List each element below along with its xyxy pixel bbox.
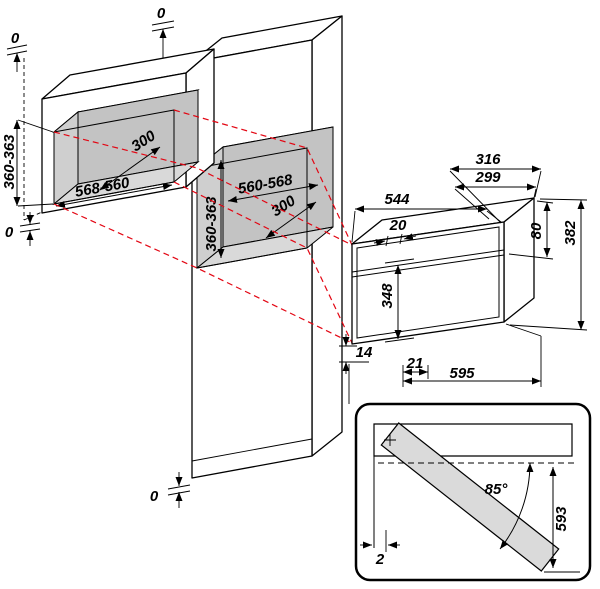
tall-cabinet-plinth-line bbox=[191, 438, 313, 462]
front-height-label: 348 bbox=[379, 283, 396, 309]
projection-line-top-left bbox=[53, 131, 353, 246]
dim-front-gap: 2 bbox=[360, 530, 400, 568]
oven-door-gap-lines bbox=[351, 249, 505, 278]
wall-cabinet-niche bbox=[52, 89, 200, 206]
wall-niche-depth-dim-line bbox=[99, 146, 161, 191]
built-in-oven: 316 299 544 20 80 382 348 bbox=[339, 151, 588, 387]
projection-line-bottom-left bbox=[53, 203, 353, 344]
dim-height-total-ext bbox=[509, 198, 588, 331]
tall-niche-height-label: 360-363 bbox=[203, 196, 220, 252]
wall-cabinet: 568-560 300 360-363 0 0 bbox=[1, 30, 215, 246]
niche-opening-outline bbox=[196, 147, 308, 269]
tall-niche-width-dim-line bbox=[227, 183, 319, 203]
depth-body-label: 299 bbox=[474, 169, 501, 186]
opening-angle-label: 85° bbox=[485, 481, 509, 498]
height-total-label: 382 bbox=[562, 220, 579, 246]
dim-width-total-ext bbox=[505, 323, 542, 387]
wall-gap-bottom-dim: 0 bbox=[5, 212, 41, 246]
width-body-label: 544 bbox=[384, 191, 410, 208]
panel-height-label: 80 bbox=[528, 222, 545, 239]
dim-top-offset: 20 bbox=[373, 217, 417, 247]
door-opening-inset: 85° 593 2 bbox=[354, 402, 592, 582]
dim-front-height-ext bbox=[384, 258, 415, 343]
wall-gap-top-label: 0 bbox=[11, 30, 20, 47]
wall-gap-top-dim: 0 bbox=[6, 30, 28, 72]
wall-gap-bottom-label: 0 bbox=[5, 224, 14, 241]
dim-width-body-ext bbox=[351, 210, 502, 243]
wall-niche-height-ext-lines bbox=[17, 119, 54, 207]
dim-frame-bottom: 21 bbox=[402, 355, 429, 387]
door-projection-label: 593 bbox=[553, 506, 570, 532]
hinge-cross-icon bbox=[384, 434, 396, 446]
projection-lines bbox=[53, 109, 353, 344]
front-gap-label: 2 bbox=[375, 551, 385, 568]
tall-gap-bottom-label: 0 bbox=[150, 488, 159, 505]
oven-front-face bbox=[351, 221, 505, 345]
dim-depth-total-ext bbox=[449, 170, 542, 224]
dim-depth-body-ext bbox=[454, 188, 537, 220]
opening-angle-arc bbox=[499, 462, 534, 550]
dim-gap-bottom: 14 bbox=[339, 334, 373, 374]
frame-bottom-label: 21 bbox=[406, 355, 424, 372]
oven-front-frame bbox=[356, 226, 500, 339]
tall-gap-top-dim: 0 bbox=[151, 5, 175, 58]
width-total-label: 595 bbox=[449, 365, 475, 382]
top-offset-label: 20 bbox=[389, 217, 407, 234]
tall-gap-top-label: 0 bbox=[157, 5, 166, 22]
wall-cabinet-hidden-edges bbox=[23, 58, 43, 221]
dim-panel-height-ext bbox=[508, 200, 554, 260]
tall-gap-bottom-dim: 0 bbox=[150, 472, 191, 508]
depth-total-label: 316 bbox=[475, 151, 501, 168]
wall-niche-height-label: 360-363 bbox=[1, 134, 18, 190]
gap-bottom-label: 14 bbox=[356, 344, 373, 361]
